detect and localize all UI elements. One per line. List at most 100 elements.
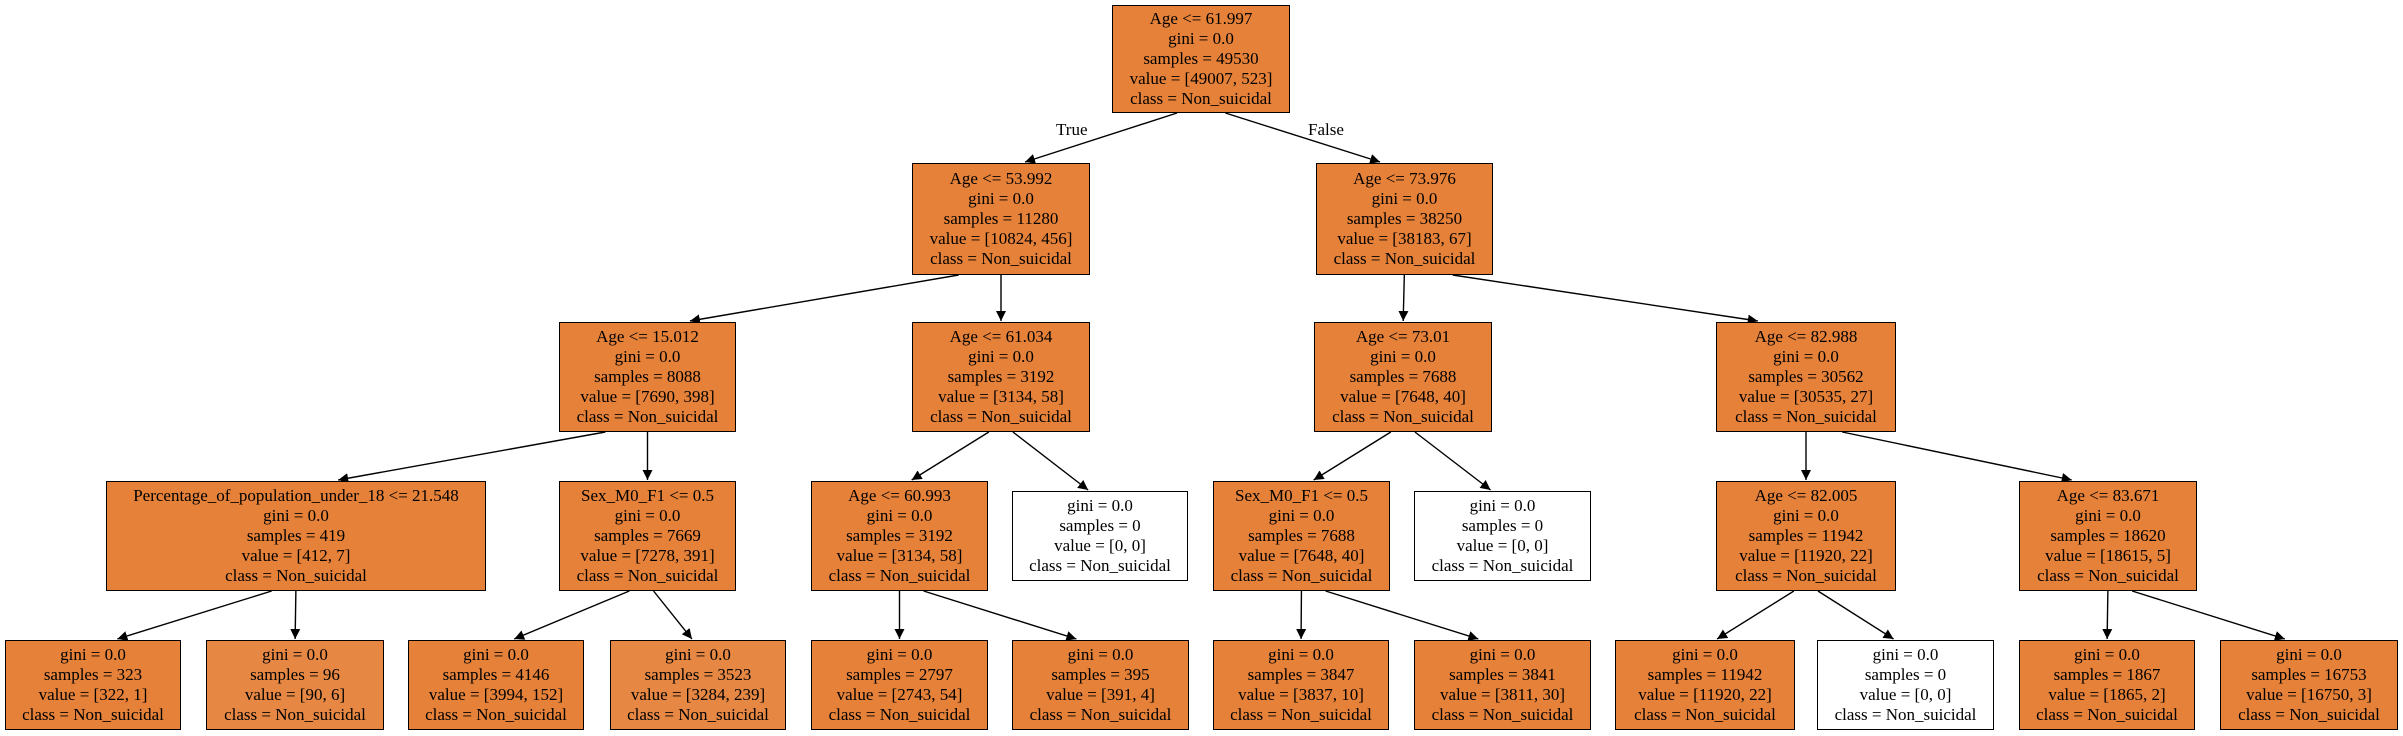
- node-line: class = Non_suicidal: [930, 407, 1072, 426]
- node-line: class = Non_suicidal: [930, 249, 1072, 268]
- node-line: class = Non_suicidal: [425, 705, 567, 724]
- node-line: class = Non_suicidal: [627, 705, 769, 724]
- node-line: gini = 0.0: [614, 347, 681, 366]
- node-line: class = Non_suicidal: [224, 705, 366, 724]
- tree-edge: [1817, 590, 1894, 640]
- node-line: value = [2743, 54]: [836, 685, 963, 704]
- node-line: samples = 395: [1051, 665, 1150, 684]
- node-line: class = Non_suicidal: [1130, 89, 1272, 108]
- node-line: value = [10824, 456]: [929, 229, 1073, 248]
- node-line: class = Non_suicidal: [2036, 705, 2178, 724]
- node-line: value = [7648, 40]: [1340, 387, 1466, 406]
- node-line: gini = 0.0: [263, 506, 329, 525]
- tree-edge: [1024, 112, 1178, 164]
- node-line: samples = 7688: [1349, 367, 1457, 386]
- node-line: class = Non_suicidal: [225, 566, 367, 585]
- node-line: value = [38183, 67]: [1337, 229, 1472, 248]
- node-line: Age <= 53.992: [949, 169, 1053, 188]
- node-line: class = Non_suicidal: [828, 566, 971, 585]
- node-line: samples = 18620: [2050, 526, 2166, 545]
- node-line: Age <= 73.976: [1353, 169, 1456, 188]
- node-line: Sex_M0_F1 <= 0.5: [1235, 486, 1368, 505]
- node-line: samples = 3523: [644, 665, 752, 684]
- node-line: samples = 4146: [442, 665, 550, 684]
- node-line: value = [7648, 40]: [1238, 546, 1365, 565]
- node-line: class = Non_suicidal: [1029, 556, 1171, 575]
- node-line: samples = 16753: [2251, 665, 2367, 684]
- tree-edge: [1225, 112, 1381, 164]
- node-line: gini = 0.0: [968, 347, 1034, 366]
- node-line: samples = 38250: [1346, 209, 1463, 228]
- node-line: samples = 96: [250, 665, 340, 684]
- node-line: class = Non_suicidal: [828, 705, 971, 724]
- node-line: Sex_M0_F1 <= 0.5: [581, 486, 714, 505]
- tree-edge: [911, 431, 990, 481]
- node-line: gini = 0.0: [614, 506, 681, 525]
- tree-edge: [2131, 590, 2286, 641]
- node-line: value = [90, 6]: [244, 685, 346, 704]
- node-line: Age <= 15.012: [596, 327, 699, 346]
- tree-edge: [2102, 590, 2113, 640]
- node-line: class = Non_suicidal: [22, 705, 164, 724]
- node-line: value = [7690, 398]: [580, 387, 715, 406]
- tree-edge: [1842, 431, 2072, 483]
- node-line: value = [11920, 22]: [1739, 546, 1873, 565]
- node-line: gini = 0.0: [1168, 29, 1234, 48]
- node-line: samples = 3841: [1449, 665, 1556, 684]
- node-line: value = [3994, 152]: [428, 685, 564, 704]
- node-line: class = Non_suicidal: [1431, 705, 1574, 724]
- edge-label-true: True: [1056, 120, 1088, 139]
- tree-edge: [117, 590, 272, 641]
- node-line: gini = 0.0: [1067, 645, 1134, 664]
- node-line: class = Non_suicidal: [576, 566, 719, 585]
- node-line: value = [49007, 523]: [1129, 69, 1273, 88]
- tree-edge: [1452, 274, 1758, 325]
- tree-edge: [1398, 274, 1409, 322]
- node-line: samples = 0: [1461, 516, 1544, 535]
- tree-edge: [1414, 431, 1491, 491]
- node-line: Age <= 82.005: [1754, 486, 1858, 505]
- node-line: Age <= 82.988: [1754, 327, 1858, 346]
- node-line: samples = 7688: [1248, 526, 1355, 545]
- node-line: samples = 30562: [1748, 367, 1864, 386]
- tree-edge: [923, 590, 1077, 641]
- node-line: Percentage_of_population_under_18 <= 21.…: [133, 486, 459, 505]
- node-line: Age <= 61.034: [949, 327, 1053, 346]
- tree-edge: [653, 590, 693, 640]
- node-line: value = [16750, 3]: [2246, 685, 2372, 704]
- node-line: samples = 49530: [1143, 49, 1259, 68]
- node-line: gini = 0.0: [866, 506, 933, 525]
- node-line: class = Non_suicidal: [2037, 566, 2179, 585]
- node-line: value = [322, 1]: [38, 685, 148, 704]
- node-line: gini = 0.0: [60, 645, 126, 664]
- node-line: value = [0, 0]: [1456, 536, 1549, 555]
- node-line: class = Non_suicidal: [1834, 705, 1977, 724]
- node-line: class = Non_suicidal: [1332, 407, 1474, 426]
- tree-node: Percentage_of_population_under_18 <= 21.…: [106, 481, 486, 591]
- node-line: value = [7278, 391]: [580, 546, 715, 565]
- node-line: samples = 8088: [594, 367, 701, 386]
- node-line: Age <= 73.01: [1355, 327, 1451, 346]
- tree-edge: [338, 431, 606, 484]
- node-line: class = Non_suicidal: [1431, 556, 1574, 575]
- node-line: gini = 0.0: [1067, 496, 1133, 515]
- tree-edge: [689, 274, 959, 325]
- node-line: samples = 0: [1059, 516, 1141, 535]
